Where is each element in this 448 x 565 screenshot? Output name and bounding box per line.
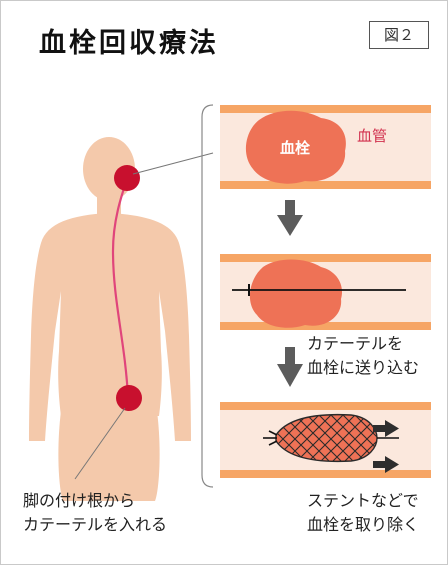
- vessel-label: 血管: [357, 127, 387, 145]
- step2-caption-line2: 血栓に送り込む: [307, 356, 419, 380]
- human-body-silhouette: [29, 137, 191, 501]
- body-caption-line1: 脚の付け根から: [23, 489, 135, 513]
- step3-caption-line1: ステントなどで: [307, 489, 419, 513]
- body-caption-line2: カテーテルを入れる: [23, 513, 167, 537]
- panels-bracket: [202, 105, 213, 487]
- vessel-panel-catheter: [220, 254, 431, 330]
- zoom-leader-line: [133, 153, 213, 174]
- step2-caption-line1: カテーテルを: [307, 332, 403, 356]
- head-target-marker: [114, 165, 140, 191]
- blood-clot: [250, 260, 342, 328]
- groin-entry-marker: [116, 385, 142, 411]
- down-arrow-2: [277, 347, 303, 387]
- step3-caption-line2: 血栓を取り除く: [307, 513, 419, 537]
- vessel-panel-stent: [220, 402, 431, 478]
- vessel-panel-clot: [220, 105, 431, 189]
- clot-label: 血栓: [280, 139, 310, 157]
- down-arrow-1: [277, 200, 303, 236]
